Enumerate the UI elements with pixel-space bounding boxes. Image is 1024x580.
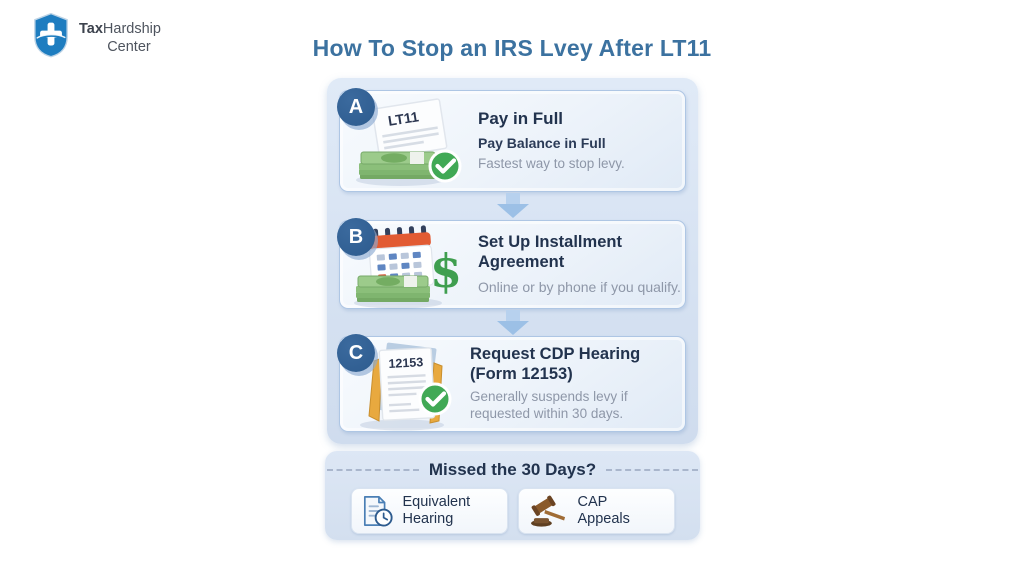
step-a-subtitle: Pay Balance in Full: [478, 134, 606, 151]
step-c-description: Generally suspends levy if requested wit…: [470, 389, 628, 422]
step-a-badge: A: [337, 88, 375, 126]
step-a-title: Pay in Full: [478, 109, 564, 129]
brand-name: TaxHardship Center: [79, 21, 161, 56]
step-c-title-line2: (Form 12153): [470, 364, 573, 383]
option-label: Equivalent Hearing: [403, 494, 471, 529]
brand-name-rest: Hardship: [102, 21, 161, 37]
step-installment-agreement: B $: [337, 218, 686, 309]
shield-plus-icon: [34, 12, 68, 58]
missed-deadline-panel: Missed the 30 Days? Equivalent Hearing: [325, 451, 700, 540]
calendar-dollar-cash-icon: $: [354, 224, 462, 308]
brand-name-line2: Center: [107, 38, 151, 55]
step-b-text: Set Up Installment Agreement Online or b…: [478, 233, 685, 296]
step-b-badge: B: [337, 218, 375, 256]
option-label-line1: CAP: [577, 493, 608, 510]
missed-header: Missed the 30 Days?: [325, 460, 700, 480]
step-c-text: Request CDP Hearing (Form 12153) General…: [470, 345, 685, 423]
step-c-badge: C: [337, 334, 375, 372]
option-label-line2: Appeals: [577, 511, 630, 527]
step-a-text: Pay in Full Pay Balance in Full Fastest …: [478, 109, 625, 172]
brand-logo: TaxHardship Center: [32, 12, 161, 58]
gavel-icon: [530, 495, 565, 527]
missed-options: Equivalent Hearing CAP Appeals: [325, 488, 700, 534]
option-label-line2: Hearing: [402, 511, 454, 527]
step-cdp-hearing: C 12153 Request CDP Hearing: [337, 334, 686, 432]
down-arrow-icon: [496, 310, 529, 335]
option-label-line1: Equivalent: [402, 493, 471, 510]
down-arrow-icon: [496, 193, 529, 218]
brand-name-bold: Tax: [79, 21, 103, 37]
form-number-label: 12153: [388, 355, 423, 371]
option-cap-appeals: CAP Appeals: [517, 488, 675, 534]
lt11-notice-cash-check-icon: LT11: [356, 98, 462, 186]
lt11-label: LT11: [387, 108, 420, 129]
step-b-description: Online or by phone if you qualify.: [478, 278, 681, 295]
dashed-divider-right: [606, 469, 698, 471]
step-b-title: Set Up Installment Agreement: [478, 232, 622, 271]
flow-panel: A LT11 Pay in: [327, 78, 698, 444]
form-12153-check-icon: 12153: [360, 342, 452, 431]
step-a-description: Fastest way to stop levy.: [478, 155, 625, 171]
option-equivalent-hearing: Equivalent Hearing: [350, 488, 508, 534]
missed-title: Missed the 30 Days?: [428, 460, 597, 479]
step-pay-in-full: A LT11 Pay in: [337, 88, 686, 192]
option-label: CAP Appeals: [578, 494, 630, 529]
step-c-title: Request CDP Hearing: [470, 344, 641, 363]
svg-text:$: $: [430, 244, 462, 298]
dashed-divider-left: [327, 469, 419, 471]
page-title: How To Stop an IRS Lvey After LT11: [312, 35, 712, 61]
document-clock-icon: [363, 496, 393, 527]
